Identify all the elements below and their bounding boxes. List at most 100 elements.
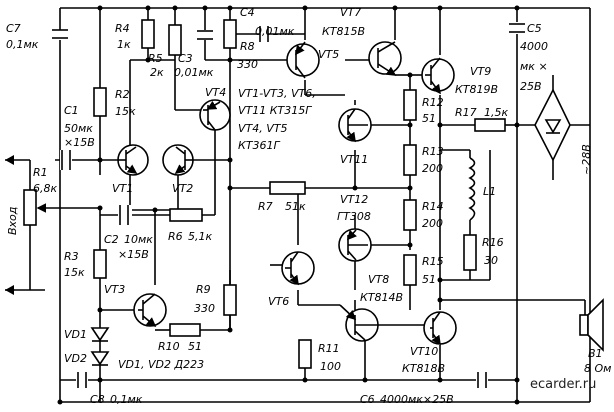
bridge-rectifier xyxy=(534,88,571,162)
capacitors xyxy=(52,22,525,388)
label-r16-name: R16 xyxy=(482,236,504,249)
label-c7-value: 0,1мк xyxy=(6,38,39,51)
label-r10-value: 51 xyxy=(188,340,202,353)
label-c8-value: 0,1мк xyxy=(110,393,143,406)
label-r6-name: R6 xyxy=(168,230,183,243)
label-vt2-name: VT2 xyxy=(172,182,193,195)
resistor-r12 xyxy=(403,89,417,121)
resistor-r13 xyxy=(403,144,417,176)
transistor-vt12 xyxy=(338,228,372,262)
label-r4-value: 1к xyxy=(117,38,131,51)
label-vt9-name: VT9 xyxy=(470,65,491,78)
label-r11-name: R11 xyxy=(318,342,340,355)
label-vt8-name: VT8 xyxy=(368,273,389,286)
label-c4-value: 0,01мк xyxy=(255,25,295,38)
capacitor-c3 xyxy=(197,30,213,40)
label-vt12-value: ГТ308 xyxy=(337,210,371,223)
capacitor-c2 xyxy=(118,205,132,225)
label-vd2-name: VD2 xyxy=(64,352,87,365)
diode-vd1 xyxy=(90,327,110,342)
input-connector xyxy=(5,155,30,295)
label-r14-name: R14 xyxy=(422,200,444,213)
label-c1-name: C1 xyxy=(64,104,79,117)
capacitor-c8 xyxy=(76,372,88,388)
label-vt7-name: VT7 xyxy=(340,6,361,19)
resistor-r14 xyxy=(403,199,417,231)
transistor-vt1 xyxy=(117,144,149,176)
resistor-r11 xyxy=(298,339,312,369)
label-types-2: VT11 КТ315Г xyxy=(238,104,312,117)
resistor-r16 xyxy=(463,234,477,271)
label-r3-name: R3 xyxy=(64,250,79,263)
label-c8-name: C8 xyxy=(90,393,105,406)
label-types-3: VT4, VT5 xyxy=(238,122,287,135)
label-r3-value: 15к xyxy=(64,266,85,279)
label-c1-value2: ×15В xyxy=(64,136,95,149)
transistor-vt7 xyxy=(368,41,402,76)
label-types-1: VT1-VT3, VT6, xyxy=(238,87,316,100)
transistor-vt9 xyxy=(421,57,455,95)
transistor-vt10 xyxy=(423,311,457,346)
transistor-vt11 xyxy=(338,108,372,143)
label-r4-name: R4 xyxy=(115,22,130,35)
label-r8-name: R8 xyxy=(240,40,255,53)
label-c5-value2: мк × xyxy=(520,60,548,73)
speaker-b1 xyxy=(579,298,604,352)
resistor-r3 xyxy=(93,249,107,279)
resistor-r2 xyxy=(93,87,107,117)
label-c7-name: C7 xyxy=(6,22,21,35)
transistors xyxy=(117,41,457,346)
label-r2-value: 15к xyxy=(115,105,136,118)
label-c3-name: C3 xyxy=(178,52,193,65)
label-types-4: КТ361Г xyxy=(238,139,281,152)
transistor-vt2 xyxy=(162,144,194,176)
transistor-vt3 xyxy=(133,293,167,328)
label-vt4-name: VT4 xyxy=(205,86,226,99)
label-c6-value: 4000мк×25В xyxy=(380,393,454,406)
resistor-r9 xyxy=(223,284,237,316)
resistor-r5 xyxy=(168,24,182,56)
resistor-r15 xyxy=(403,254,417,286)
transistor-vt8 xyxy=(339,304,380,342)
resistor-r4 xyxy=(141,19,155,49)
transistor-vt4 xyxy=(199,99,231,131)
label-r14-value: 200 xyxy=(422,217,443,230)
label-r17-value: 1,5к xyxy=(484,106,508,119)
label-c2-value: 10мк xyxy=(124,233,153,246)
diodes xyxy=(90,327,110,366)
label-c2-name: C2 xyxy=(104,233,119,246)
transistor-vt6 xyxy=(281,251,315,286)
resistor-r1 xyxy=(23,189,37,226)
resistors xyxy=(23,19,506,369)
label-c6-name: C6 xyxy=(360,393,375,406)
transistor-vt5 xyxy=(286,41,320,79)
label-vt5-name: VT5 xyxy=(318,48,339,61)
label-vt10-name: VT10 xyxy=(410,345,438,358)
label-r7-name: R7 xyxy=(258,200,273,213)
label-r9-value: 330 xyxy=(194,302,215,315)
label-c1-value: 50мк xyxy=(64,122,93,135)
label-r2-name: R2 xyxy=(115,88,130,101)
label-r8-value: 330 xyxy=(237,58,258,71)
label-vt8-value: КТ814В xyxy=(360,291,403,304)
inductor-l1 xyxy=(468,157,476,221)
diode-vd2 xyxy=(90,351,110,366)
label-c3-value: 0,01мк xyxy=(174,66,214,79)
capacitor-c6 xyxy=(476,372,488,388)
resistor-r6 xyxy=(169,208,203,222)
label-b1-value: 8 Ом xyxy=(584,362,611,375)
label-r5-value: 2к xyxy=(150,66,164,79)
label-c5-name: C5 xyxy=(527,22,542,35)
label-supply: ~28В xyxy=(580,144,593,175)
watermark: ecarder.ru xyxy=(530,377,596,392)
label-input: Вход xyxy=(6,207,19,235)
label-r12-name: R12 xyxy=(422,96,444,109)
label-r1-name: R1 xyxy=(33,166,48,179)
label-r5-name: R5 xyxy=(148,52,163,65)
resistor-r10 xyxy=(169,323,201,337)
capacitor-c4 xyxy=(236,26,305,42)
label-vd12: VD1, VD2 Д223 xyxy=(118,358,204,371)
label-c2-value2: ×15В xyxy=(118,248,149,261)
label-vt6-name: VT6 xyxy=(268,295,289,308)
resistor-r17 xyxy=(474,118,506,132)
